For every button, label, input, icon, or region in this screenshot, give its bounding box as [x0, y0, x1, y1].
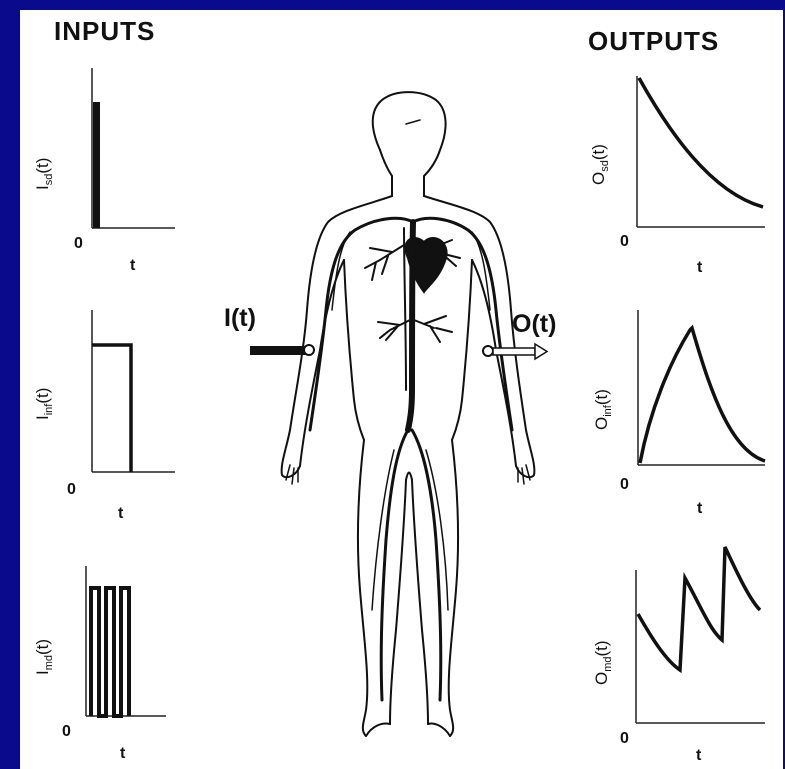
left-arm-outline: [282, 196, 392, 477]
y-axis-label: Isd(t): [33, 158, 55, 190]
left-leg-vessel: [381, 430, 408, 700]
torso-left: [344, 260, 364, 440]
sawtooth-curve: [638, 547, 760, 670]
decay-curve: [639, 78, 763, 207]
circulatory-system: [310, 218, 512, 700]
torso-right: [452, 260, 472, 440]
repeated-doses: [91, 588, 129, 716]
x-axis-label: t: [697, 259, 703, 276]
x-axis-label: t: [696, 747, 702, 764]
input-graph-single-dose: Isd(t) 0 t: [33, 68, 175, 274]
y-axis-label: Oinf(t): [592, 389, 614, 430]
y-axis-label: Osd(t): [589, 144, 611, 185]
head-outline: [373, 92, 446, 196]
output-arrow-head: [535, 344, 547, 359]
left-leg-outline: [358, 440, 367, 736]
x-axis-label: t: [118, 505, 124, 522]
output-graph-infusion: Oinf(t) 0 t: [592, 310, 765, 517]
x-axis-label: t: [120, 745, 126, 762]
input-arrow-shaft: [250, 346, 308, 355]
infusion-rectangle: [92, 345, 131, 472]
x-axis-label: t: [697, 500, 703, 517]
sampling-site-marker: [483, 346, 493, 356]
rise-decay-curve: [640, 328, 765, 463]
output-graph-multiple-dose: Omd(t) 0 t: [592, 547, 765, 764]
y-axis-label: Iinf(t): [33, 388, 55, 420]
diagram-frame: INPUTS OUTPUTS Isd(t) 0 t Iinf(t) 0 t Im…: [20, 10, 783, 769]
origin-label: 0: [620, 730, 629, 747]
origin-label: 0: [62, 723, 71, 740]
input-graph-infusion: Iinf(t) 0 t: [33, 310, 175, 522]
origin-label: 0: [620, 233, 629, 250]
abdominal-branches-right: [414, 316, 452, 342]
right-leg-outline: [449, 440, 458, 736]
input-graph-multiple-dose: Imd(t) 0 t: [33, 566, 166, 762]
input-arrow: [250, 345, 314, 355]
left-lung-branches: [365, 245, 404, 280]
diagram-canvas: Isd(t) 0 t Iinf(t) 0 t Imd(t) 0 t: [20, 10, 783, 769]
injection-site-marker: [304, 345, 314, 355]
output-graph-single-dose: Osd(t) 0 t: [589, 76, 765, 276]
output-arrow-shaft: [493, 348, 535, 355]
output-label: O(t): [512, 310, 556, 338]
origin-label: 0: [67, 481, 76, 498]
origin-label: 0: [74, 235, 83, 252]
bolus-spike: [93, 102, 100, 228]
input-label: I(t): [224, 304, 256, 332]
x-axis-label: t: [130, 257, 136, 274]
y-axis-label: Imd(t): [33, 639, 55, 675]
y-axis-label: Omd(t): [592, 640, 614, 685]
origin-label: 0: [620, 476, 629, 493]
